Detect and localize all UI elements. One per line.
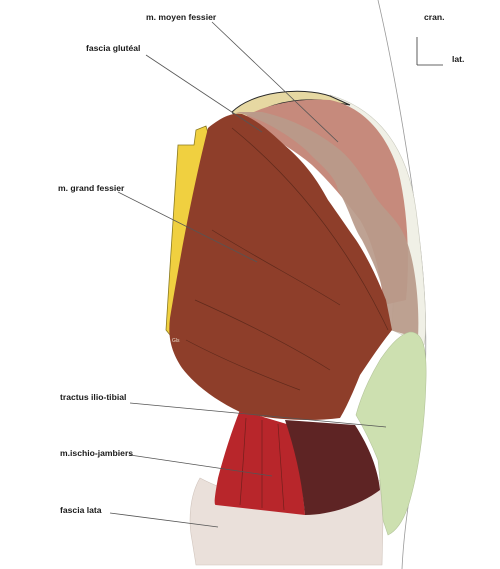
leader-fascia-gluteal [145,54,263,133]
grand-fessier-fiber-3 [194,299,331,371]
leader-tractus [129,402,387,428]
tractus-ilio-tibial-shape [355,331,427,536]
grand-fessier-shape [169,113,392,421]
ischio-jambiers-dark [285,420,380,515]
grand-fessier-fiber-1 [231,127,389,331]
ischio-fiber-3 [277,423,285,511]
label-fascia-lata: fascia lata [60,505,102,515]
small-mark-text: Gls [172,338,180,344]
leader-ischio [129,454,273,477]
leader-fascia-lata [109,512,219,528]
label-ischio: m.ischio-jambiers [60,448,133,458]
leader-moyen-fessier [211,21,339,143]
orientation-lateral-label: lat. [452,54,464,64]
label-grand-fessier: m. grand fessier [58,183,125,193]
label-tractus: tractus ilio-tibial [60,392,126,402]
grand-fessier-fiber-2 [211,229,341,306]
fascia-gluteal-shape [236,112,419,338]
leader-grand-fessier [117,191,258,263]
orientation-cranial-label: cran. [424,12,445,22]
moyen-fessier-shape [240,99,408,305]
label-moyen-fessier: m. moyen fessier [146,12,217,22]
label-fascia-gluteal: fascia glutéal [86,43,140,53]
grand-fessier-fiber-4 [185,339,301,391]
ischio-fiber-1 [239,417,247,506]
